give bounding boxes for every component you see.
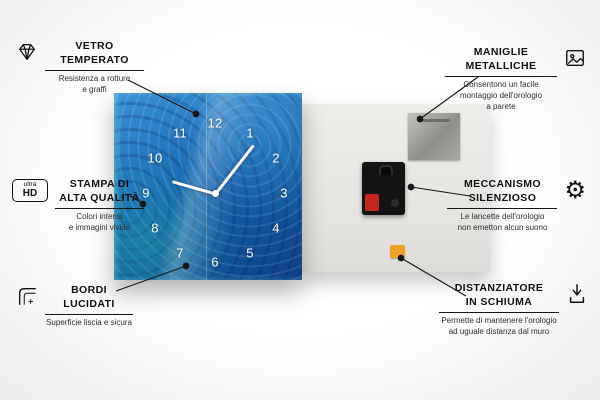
clock-front-panel [114,93,302,280]
callout-meccanismo-silenzioso: ⚙ MECCANISMO SILENZIOSO Le lancette dell… [440,178,586,234]
callout-maniglie-metalliche: MANIGLIE METALLICHE Consentono un facile… [440,46,586,113]
callout-divider [447,208,558,210]
callout-divider [45,70,144,72]
callout-title: STAMPA DI ALTA QUALITÀ [59,178,140,204]
glass-gloss [114,93,302,280]
callout-title: VETRO TEMPERATO [60,40,129,66]
spacer-arrow-icon [566,282,588,310]
clock-numeral-1: 1 [246,125,254,141]
clock-numeral-10: 10 [147,150,163,166]
callout-subtitle: Le lancette dell'orologio non emetton al… [457,212,548,233]
callout-divider [45,314,133,316]
callout-divider [55,208,144,210]
callout-subtitle: Consentono un facile montaggio dell'orol… [459,80,543,111]
mechanism-knob [391,199,399,207]
clock-numeral-4: 4 [272,220,280,236]
callout-divider [439,312,559,314]
callout-stampa-alta-qualita: ultra HD STAMPA DI ALTA QUALITÀ Colori i… [12,178,144,234]
clock-numeral-6: 6 [211,254,219,270]
callout-divider [445,76,557,78]
callout-title: BORDI LUCIDATI [63,284,115,310]
ultra-hd-icon-bottom-text: HD [22,187,38,199]
clock-numeral-2: 2 [272,150,280,166]
hanger-slot [418,119,450,122]
clock-numeral-8: 8 [151,220,159,236]
callout-subtitle: Colori intensi e immagini vivide [68,212,131,233]
callout-subtitle: Permette di mantenere l'orologio ad ugua… [441,316,557,337]
foam-spacer [390,245,405,258]
polished-edge-icon [16,284,38,312]
clock-numeral-5: 5 [246,245,254,261]
ultra-hd-icon: ultra HD [12,178,48,202]
metal-hanger-plate [408,113,460,160]
diamond-icon [16,40,38,68]
callout-subtitle: Resistenza a rotture e graffi [58,74,131,95]
gear-icon: ⚙ [564,177,586,204]
clock-mechanism [362,162,405,215]
ultra-hd-icon-top-text: ultra [23,181,37,188]
hands-center-cap [211,189,219,197]
callout-distanziatore-schiuma: DISTANZIATORE IN SCHIUMA Permette di man… [436,282,588,338]
picture-frame-icon [564,46,586,74]
callout-bordi-lucidati: BORDI LUCIDATI Superficie liscia e sicur… [16,284,136,329]
callout-title: MECCANISMO SILENZIOSO [464,178,541,204]
callout-title: DISTANZIATORE IN SCHIUMA [454,282,544,308]
callout-vetro-temperato: VETRO TEMPERATO Resistenza a rotture e g… [16,40,144,96]
callout-subtitle: Superficie liscia e sicura [46,318,132,328]
clock-numeral-7: 7 [176,245,184,261]
mechanism-hook [378,165,393,175]
clock-numeral-3: 3 [280,185,288,201]
callout-title: MANIGLIE METALLICHE [465,46,537,72]
clock-numeral-12: 12 [207,115,223,131]
battery [365,194,379,211]
clock-numeral-9: 9 [142,185,150,201]
glass-seam [206,93,207,280]
clock-numeral-11: 11 [172,125,188,141]
